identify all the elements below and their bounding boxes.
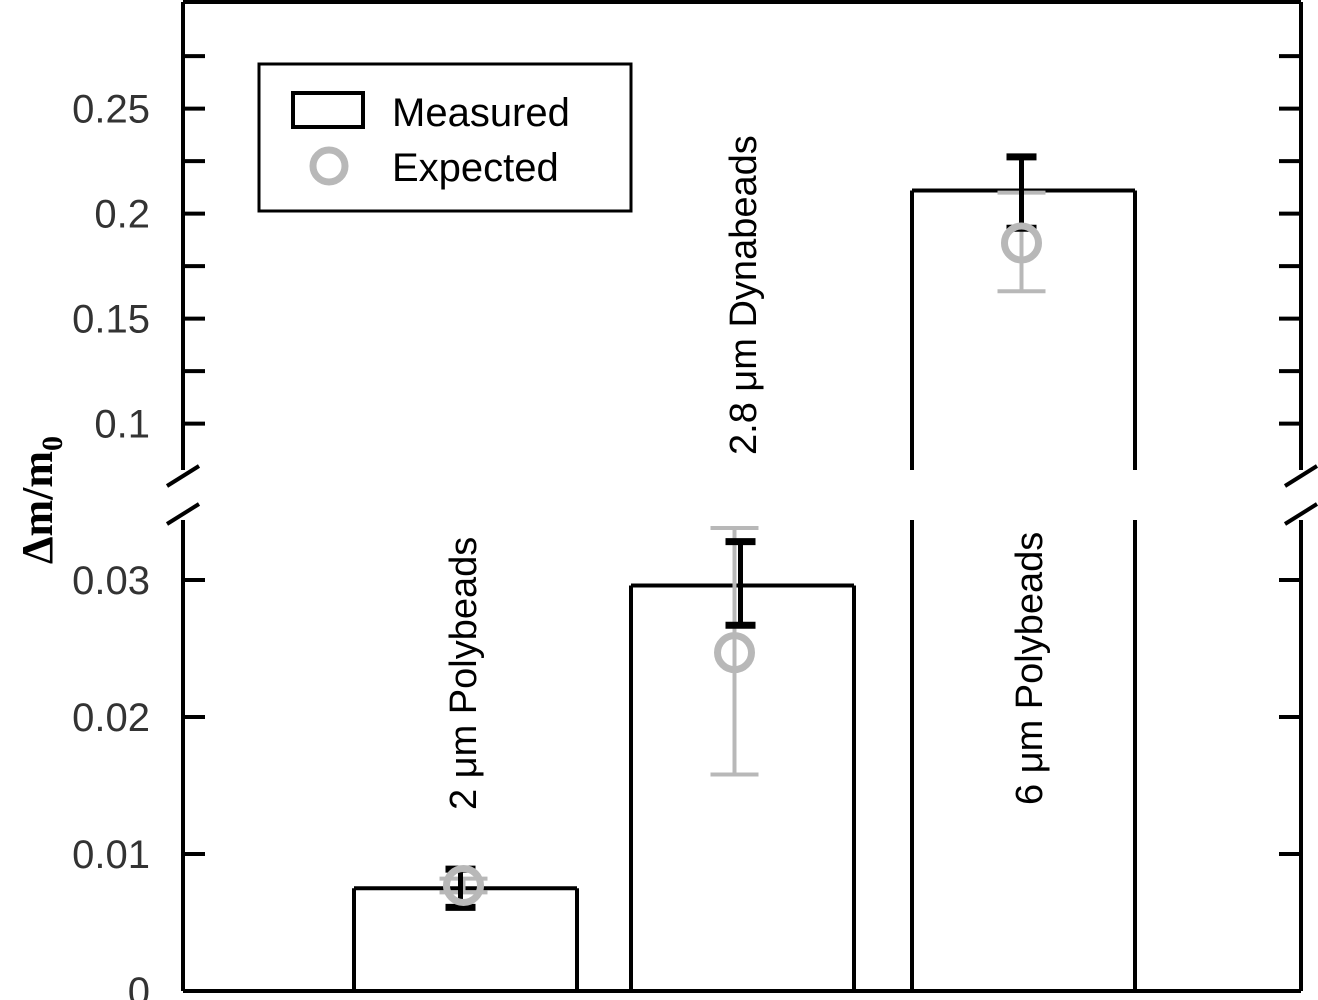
left-break-mark-2 [165,502,201,526]
y-tick-label: 0.2 [94,193,150,237]
y-tick-label: 0.01 [72,833,150,877]
expected-marker [443,865,484,907]
error-bars [439,153,1046,911]
legend-expected-marker [309,146,349,186]
bar-category-label: 2 μm Polybeads [443,537,485,810]
right-break-mark-2 [1283,502,1318,526]
legend-box [257,62,633,213]
legend-expected-label: Expected [392,146,559,190]
bar-3 [910,188,1137,991]
legend-measured-label: Measured [392,91,570,135]
bar-category-label: 2.8 μm Dynabeads [723,135,765,455]
y-axis-label: Δm/m0 [13,436,69,564]
expected-point-2 [710,525,759,777]
bar-category-label: 6 μm Polybeads [1009,532,1051,805]
y-tick-label: 0.15 [72,298,150,342]
bars [352,188,1137,991]
expected-marker [1001,222,1042,264]
expected-marker [714,632,755,674]
bar-2 [629,583,856,991]
tick-labels: 0 0.01 0.02 0.03 0.1 0.15 0.2 0.25 2 μm Polybead… [72,88,1051,1000]
measured-error-2 [725,538,756,629]
y-tick-label: 0.25 [72,88,150,132]
right-break-mark-1 [1283,464,1318,488]
y-tick-label: 0.03 [72,559,150,603]
y-tick-label: 0.02 [72,696,150,740]
legend: Measured Expected [257,62,633,213]
legend-measured-swatch [291,91,365,129]
y-tick-label: 0.1 [94,403,150,447]
y-tick-label: 0 [128,970,150,1000]
plot-frame [165,0,1318,993]
axis-ticks [183,54,1301,993]
left-break-mark-1 [165,464,201,488]
